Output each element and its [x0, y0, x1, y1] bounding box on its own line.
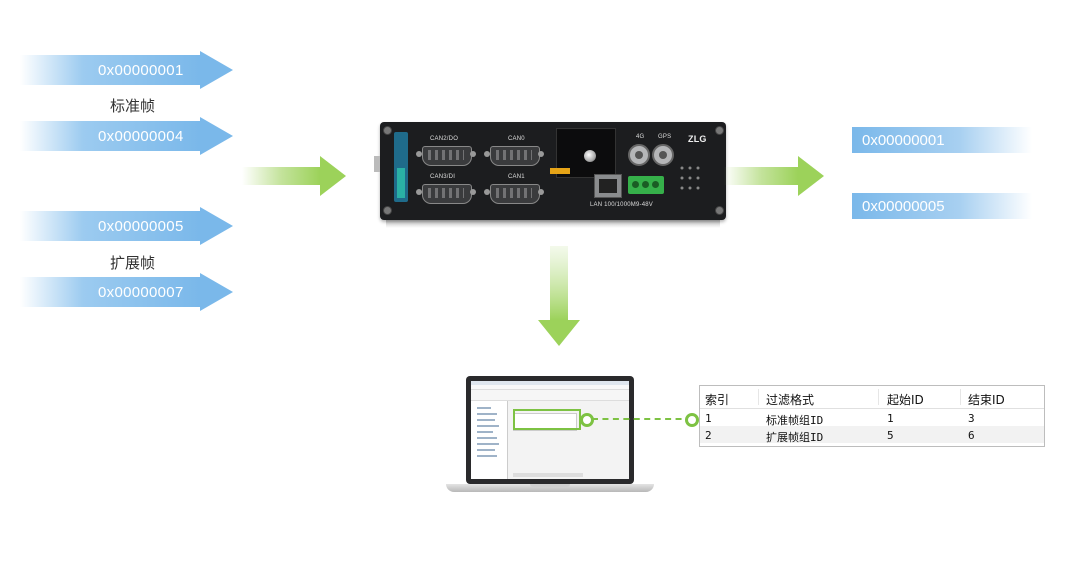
header-cell: 索引 [705, 393, 730, 407]
can-port [416, 144, 476, 166]
port-label: CAN3/DI [430, 174, 456, 180]
connector-dot [685, 413, 699, 427]
input-frame-arrow: 0x00000007 [20, 273, 233, 311]
antenna-label: 4G [636, 134, 645, 140]
table-cell: 标准帧组ID [766, 414, 824, 427]
output-frame-tag: 0x00000005 [852, 193, 1032, 219]
input-frame-arrow: 0x00000001 [20, 51, 233, 89]
antenna-connector-icon [628, 144, 650, 166]
input-frame-arrow: 0x00000005 [20, 207, 233, 245]
lan-label: LAN 100/1000M [590, 202, 636, 208]
arrow-right-icon [200, 51, 233, 89]
connector-dot [580, 413, 594, 427]
input-frame-arrow: 0x00000004 [20, 117, 233, 155]
input-frame-id: 0x00000005 [98, 218, 184, 235]
port-label: CAN2/DO [430, 136, 459, 142]
ethernet-port-icon [594, 174, 622, 198]
input-frame-id: 0x00000004 [98, 128, 184, 145]
table-row[interactable]: 1 标准帧组ID 1 3 [700, 409, 1044, 427]
input-frame-id: 0x00000007 [98, 284, 184, 301]
can-port [484, 182, 544, 204]
arrow-right-icon [200, 117, 233, 155]
input-frame-id: 0x00000001 [98, 62, 184, 79]
connector-line [592, 418, 692, 420]
can-port [416, 182, 476, 204]
can-port [484, 144, 544, 166]
output-frame-tag: 0x00000001 [852, 127, 1032, 153]
table-header: 索引 过滤格式 起始ID 结束ID [700, 386, 1044, 409]
standard-frame-label: 标准帧 [110, 98, 156, 115]
output-frame-id: 0x00000005 [862, 198, 945, 215]
table-cell: 2 [705, 429, 712, 442]
table-cell: 扩展帧组ID [766, 431, 824, 444]
brand-logo: ZLG [688, 134, 707, 144]
header-cell: 起始ID [887, 393, 924, 407]
table-cell: 3 [968, 412, 975, 425]
laptop-base [446, 484, 654, 492]
table-cell: 1 [705, 412, 712, 425]
led-indicators-icon [680, 166, 700, 190]
antenna-connector-icon [652, 144, 674, 166]
laptop [466, 376, 634, 484]
reset-button-icon [584, 150, 596, 162]
port-label: CAN0 [508, 136, 525, 142]
output-frame-id: 0x00000001 [862, 132, 945, 149]
arrow-right-icon [200, 207, 233, 245]
filter-table: 索引 过滤格式 起始ID 结束ID 1 标准帧组ID 1 3 2 扩展帧组ID … [699, 385, 1045, 447]
config-software-screen [471, 381, 629, 479]
side-screw [374, 156, 380, 172]
flow-arrow-out [724, 156, 824, 196]
can-gateway-device: CAN2/DO CAN0 CAN3/DI CAN1 4G GPS LAN 100… [380, 122, 726, 228]
port-label: CAN1 [508, 174, 525, 180]
antenna-label: GPS [658, 134, 672, 140]
table-cell: 5 [887, 429, 894, 442]
table-row[interactable]: 2 扩展帧组ID 5 6 [700, 426, 1044, 444]
flow-arrow-down [538, 246, 580, 346]
arrow-right-icon [200, 273, 233, 311]
power-label: 9-48V [636, 202, 654, 208]
power-connector-icon [628, 176, 664, 194]
header-cell: 过滤格式 [766, 393, 815, 407]
table-cell: 1 [887, 412, 894, 425]
table-cell: 6 [968, 429, 975, 442]
extended-frame-label: 扩展帧 [110, 255, 156, 272]
flow-arrow-in [242, 156, 346, 196]
header-cell: 结束ID [968, 393, 1005, 407]
filter-highlight-box [513, 409, 581, 430]
